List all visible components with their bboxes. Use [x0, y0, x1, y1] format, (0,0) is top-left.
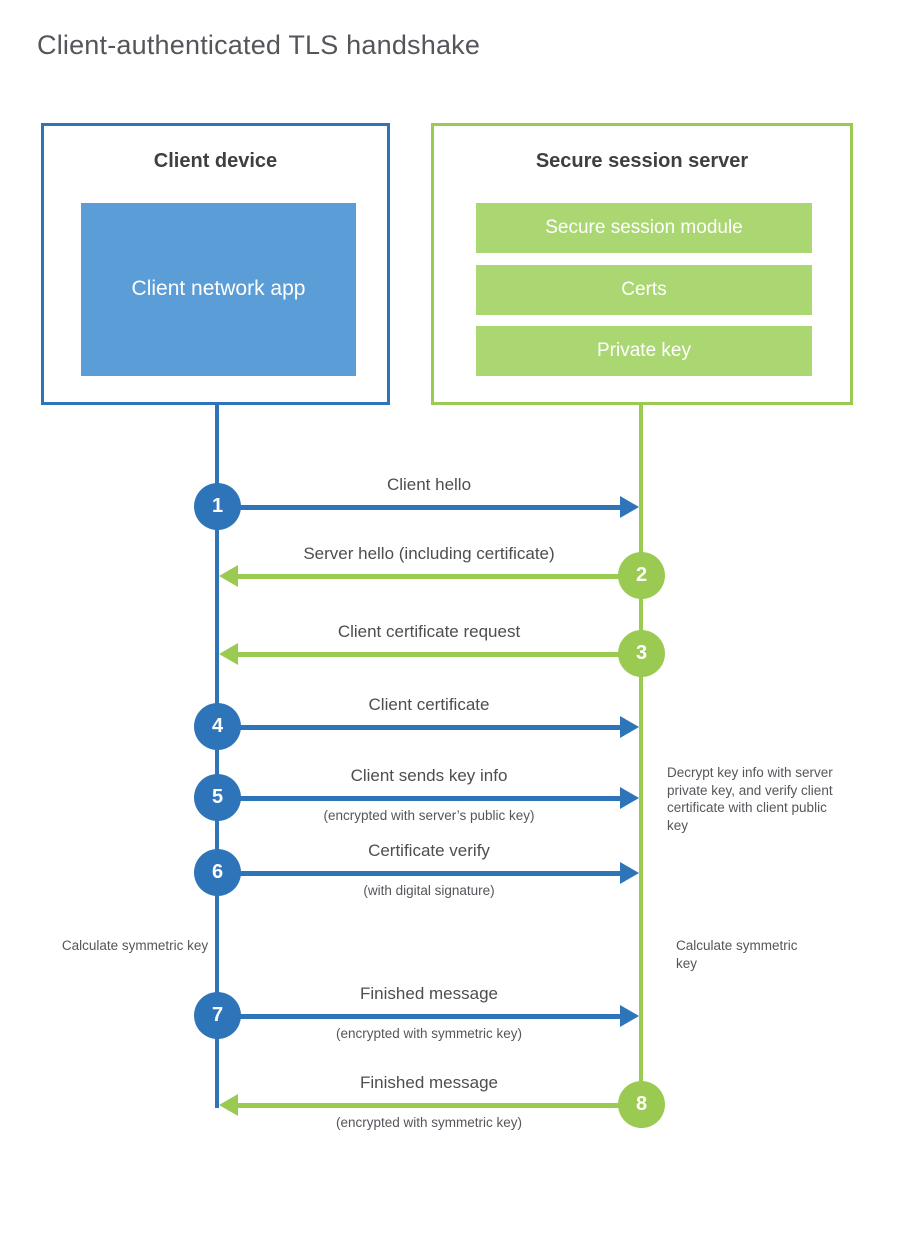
page-title: Client-authenticated TLS handshake: [37, 30, 481, 60]
client-lifeline: [215, 405, 219, 1108]
arrow-head-left-icon: [219, 643, 238, 665]
client-device-title: Client device: [153, 150, 278, 172]
arrow-head-right-icon: [620, 862, 639, 884]
client-device-box: Client device Client network app: [41, 123, 390, 405]
step-number-badge: 7: [194, 992, 241, 1039]
step-number-badge: 6: [194, 849, 241, 896]
secure-session-server-title: Secure session server: [535, 150, 749, 172]
arrow-head-right-icon: [620, 1005, 639, 1027]
step-number-badge: 1: [194, 483, 241, 530]
server-module-secure-session-module: Secure session module: [476, 203, 812, 253]
arrow-head-right-icon: [620, 716, 639, 738]
step-number-badge: 8: [618, 1081, 665, 1128]
server-lifeline: [639, 405, 643, 1128]
step-number-badge: 3: [618, 630, 665, 677]
step-sublabel: (encrypted with symmetric key): [335, 1026, 523, 1041]
step-sublabel: (with digital signature): [363, 883, 495, 898]
arrow-line: [219, 1014, 622, 1019]
step-label: Client certificate request: [337, 622, 521, 641]
step-sublabel: (encrypted with server’s public key): [323, 808, 535, 823]
step-label: Finished message: [360, 1073, 498, 1092]
arrow-line: [237, 1103, 639, 1108]
arrow-line: [219, 725, 622, 730]
step-label: Client certificate: [368, 695, 490, 714]
step-label: Client hello: [386, 475, 472, 494]
note-calculate-symmetric-key-client: Calculate symmetric key: [61, 938, 209, 953]
step-label: Server hello (including certificate): [303, 544, 555, 563]
step-number-badge: 4: [194, 703, 241, 750]
arrow-line: [237, 652, 639, 657]
arrow-head-left-icon: [219, 1094, 238, 1116]
arrow-head-right-icon: [620, 787, 639, 809]
step-sublabel: (encrypted with symmetric key): [335, 1115, 523, 1130]
arrow-line: [219, 505, 622, 510]
arrow-line: [219, 796, 622, 801]
client-network-app-box: Client network app: [81, 203, 356, 376]
step-number-badge: 5: [194, 774, 241, 821]
step-label: Finished message: [360, 984, 498, 1003]
server-module-certs: Certs: [476, 265, 812, 315]
arrow-head-right-icon: [620, 496, 639, 518]
step-label: Client sends key info: [350, 766, 508, 785]
note-decrypt-key-info: Decrypt key info with server private key…: [667, 765, 833, 833]
arrow-head-left-icon: [219, 565, 238, 587]
arrow-line: [219, 871, 622, 876]
step-label: Certificate verify: [368, 841, 490, 860]
step-number-badge: 2: [618, 552, 665, 599]
arrow-line: [237, 574, 639, 579]
server-module-private-key: Private key: [476, 326, 812, 376]
secure-session-server-box: Secure session server Secure session mod…: [431, 123, 853, 405]
note-calculate-symmetric-key-server: Calculate symmetric key: [676, 938, 798, 971]
